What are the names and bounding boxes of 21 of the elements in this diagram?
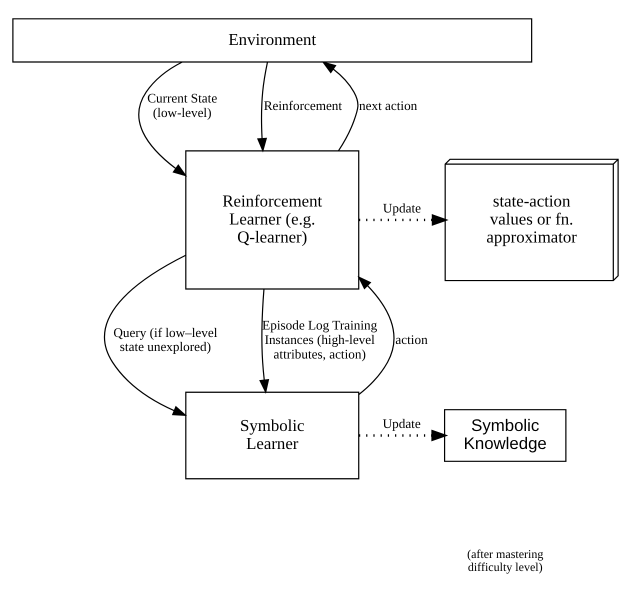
label: (after mastering difficulty level) — [467, 546, 544, 574]
arrow — [322, 60, 358, 151]
edge-label: Reinforcement — [264, 97, 342, 112]
arrow — [359, 214, 449, 226]
node-box: Reinforcement Learner (e.g. Q-learner) — [185, 150, 360, 290]
edge-label: Current State (low-level) — [147, 90, 218, 120]
node-box: Symbolic Learner — [185, 391, 360, 479]
edge-label: Update — [382, 416, 421, 431]
arrow — [358, 275, 394, 394]
edge-label: Episode Log Training Instances (high-level attributes, action) — [262, 317, 378, 361]
arrow — [259, 288, 270, 394]
arrow — [359, 429, 448, 441]
node-box: Environment — [12, 18, 532, 62]
edge-label: action — [395, 331, 428, 346]
arrow — [257, 61, 268, 152]
edge-label: next action — [359, 97, 418, 112]
edge-label: Update — [382, 200, 422, 215]
edge-label: Query (if low–level state unexplored) — [113, 324, 218, 354]
arrow — [104, 254, 188, 416]
arrow — [138, 61, 188, 176]
node-box: Symbolic Knowledge — [444, 408, 566, 462]
